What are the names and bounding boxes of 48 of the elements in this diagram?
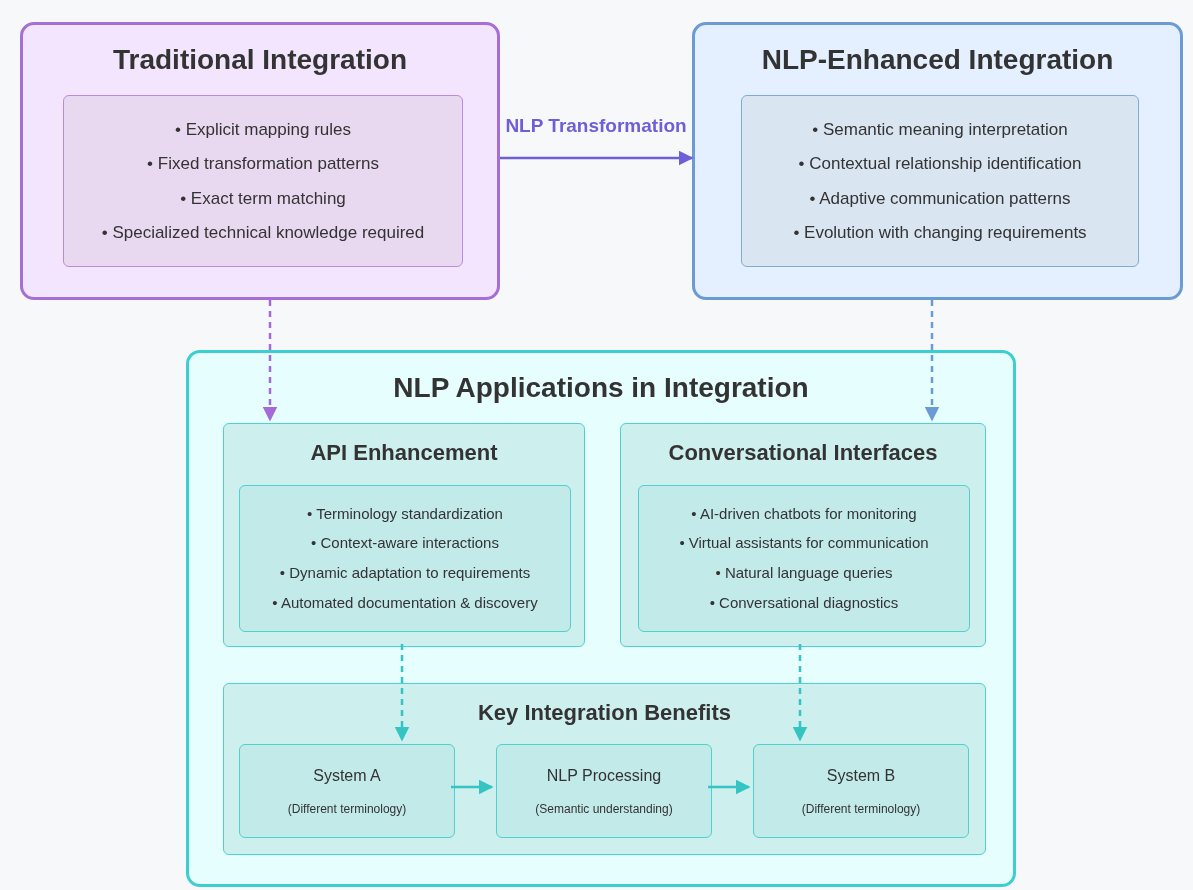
list-item: • AI-driven chatbots for monitoring <box>690 504 918 524</box>
list-item: • Automated documentation & discovery <box>271 593 539 613</box>
list-item: • Conversational diagnostics <box>708 593 900 613</box>
list-item: • Virtual assistants for communication <box>678 534 930 553</box>
arrow <box>708 779 751 795</box>
list-item: • Specialized technical knowledge required <box>100 221 426 243</box>
box-title: Traditional Integration <box>112 43 408 77</box>
list-item: • Context-aware interactions <box>310 534 500 553</box>
system-description: (Different terminology) <box>287 801 407 818</box>
panel-box <box>223 683 986 855</box>
dashed-arrow <box>924 300 940 422</box>
list-item: • Dynamic adaptation to requirements <box>278 564 532 583</box>
dashed-arrow <box>262 300 278 422</box>
group-box <box>20 22 500 300</box>
list-box <box>741 95 1139 267</box>
list-box <box>638 485 970 632</box>
dashed-arrow <box>792 644 808 742</box>
box-title: NLP Applications in Integration <box>392 371 810 405</box>
system-name: NLP Processing <box>546 766 662 786</box>
list-item: • Evolution with changing requirements <box>792 221 1088 243</box>
list-item: • Semantic meaning interpretation <box>811 119 1069 141</box>
dashed-arrow <box>394 644 410 742</box>
list-item: • Terminology standardization <box>306 504 504 524</box>
system-description: (Semantic understanding) <box>535 801 673 818</box>
arrow <box>500 150 694 166</box>
panel-box <box>223 423 585 647</box>
panel-title: Key Integration Benefits <box>476 699 732 727</box>
group-box <box>692 22 1183 300</box>
system-box <box>753 744 969 838</box>
panel-box <box>620 423 986 647</box>
system-name: System A <box>313 766 381 786</box>
list-box <box>63 95 463 267</box>
system-name: System B <box>826 766 896 786</box>
list-item: • Exact term matching <box>179 187 347 209</box>
system-box <box>239 744 455 838</box>
system-description: (Different terminology) <box>801 801 921 818</box>
list-item: • Adaptive communication patterns <box>808 187 1072 209</box>
arrow <box>451 779 494 795</box>
list-box <box>239 485 571 632</box>
panel-title: API Enhancement <box>309 439 499 467</box>
list-item: • Natural language queries <box>714 564 894 583</box>
list-item: • Fixed transformation patterns <box>146 153 380 175</box>
group-box <box>186 350 1016 887</box>
list-item: • Contextual relationship identification <box>797 153 1083 175</box>
list-item: • Explicit mapping rules <box>174 119 352 141</box>
box-title: NLP-Enhanced Integration <box>760 43 1115 77</box>
system-box <box>496 744 712 838</box>
panel-title: Conversational Interfaces <box>667 439 939 467</box>
